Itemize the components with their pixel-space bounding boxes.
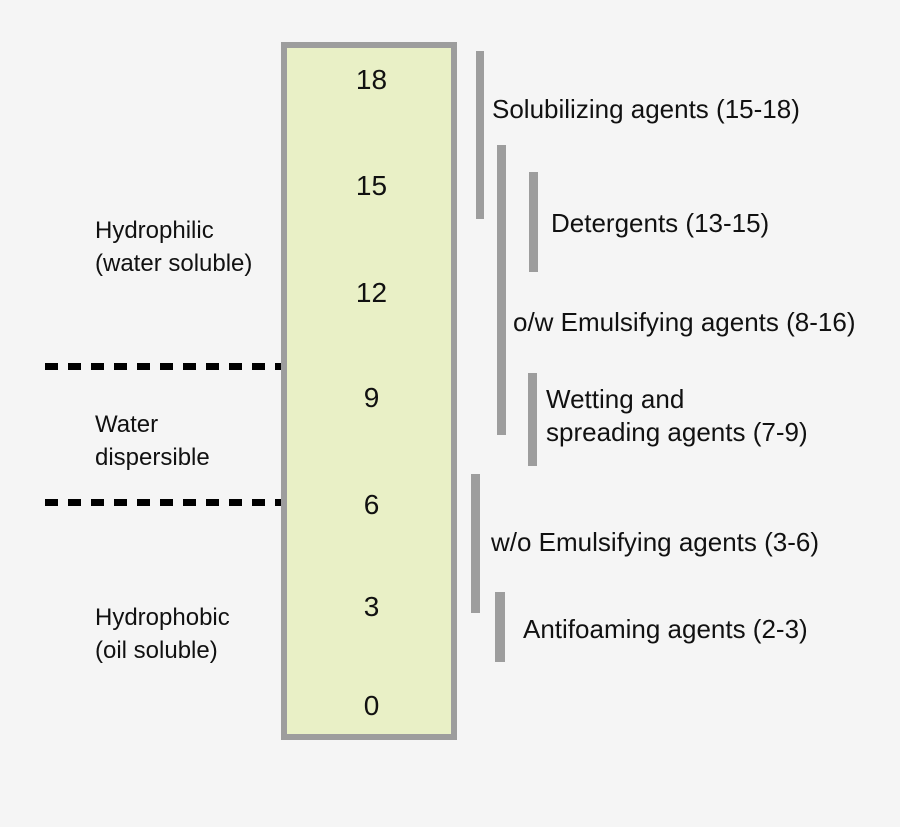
region-label-line: (water soluble) (95, 250, 253, 277)
region-label-line: Hydrophilic (95, 217, 214, 244)
region-label-water-dispersible: Water dispersible (95, 408, 210, 474)
region-label-hydrophobic: Hydrophobic (oil soluble) (95, 601, 230, 667)
scale-tick-15: 15 (355, 170, 388, 201)
scale-tick-12: 12 (355, 277, 388, 308)
lower-boundary-dashed-line (45, 499, 282, 506)
agent-label-line: Wetting and (546, 384, 685, 414)
scale-tick-18: 18 (355, 64, 388, 95)
agent-label-antifoaming: Antifoaming agents (2-3) (523, 614, 808, 644)
range-bar-ow-emulsifying-agents (497, 145, 506, 435)
region-label-line: Water (95, 411, 159, 438)
range-bar-wetting-spreading-agents (528, 373, 537, 466)
agent-label-solubilizing: Solubilizing agents (15-18) (492, 94, 800, 124)
scale-tick-6: 6 (363, 489, 380, 520)
upper-boundary-dashed-line (45, 363, 282, 370)
region-label-line: dispersible (95, 444, 210, 471)
scale-tick-3: 3 (363, 591, 380, 622)
region-label-hydrophilic: Hydrophilic (water soluble) (95, 214, 252, 280)
range-bar-wo-emulsifying-agents (471, 474, 480, 613)
hlb-scale-column: 18 15 12 9 6 3 0 (281, 42, 457, 740)
region-label-line: (oil soluble) (95, 637, 218, 664)
scale-tick-9: 9 (363, 382, 380, 413)
agent-label-detergents: Detergents (13-15) (551, 208, 770, 238)
scale-tick-0: 0 (363, 690, 380, 721)
region-label-line: Hydrophobic (95, 604, 230, 631)
agent-label-wo-emulsifying: w/o Emulsifying agents (3-6) (491, 527, 820, 557)
agent-label-wetting-spreading: Wetting and spreading agents (7-9) (546, 383, 808, 449)
range-bar-detergents (529, 172, 538, 272)
range-bar-solubilizing-agents (476, 51, 484, 219)
agent-label-ow-emulsifying: o/w Emulsifying agents (8-16) (513, 307, 856, 337)
range-bar-antifoaming-agents (495, 592, 505, 662)
agent-label-line: spreading agents (7-9) (546, 417, 808, 447)
